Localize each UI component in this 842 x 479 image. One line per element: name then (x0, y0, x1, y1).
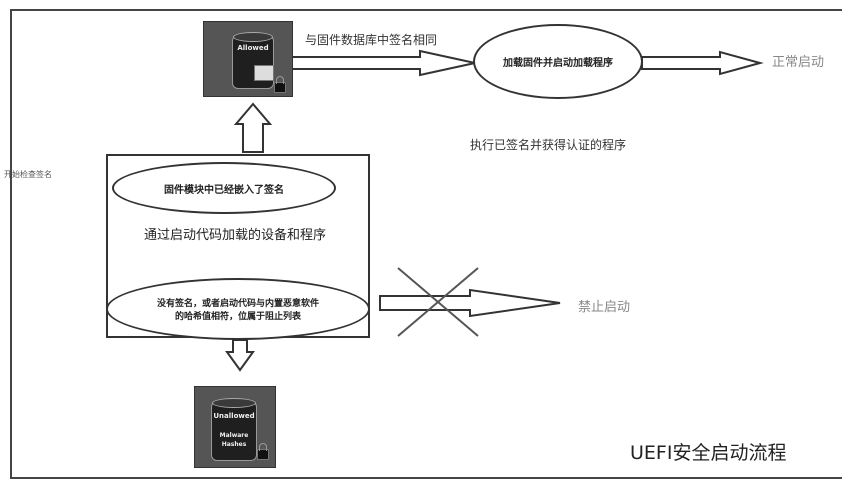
load-firmware-node: 加载固件并启动加载程序 (473, 24, 643, 99)
unallowed-db-image: Unallowed Malware Hashes (194, 386, 276, 468)
boot-code-loaded-label: 通过启动代码加载的设备和程序 (144, 228, 327, 243)
embedded-signature-label: 固件模块中已经嵌入了签名 (164, 184, 284, 196)
no-signature-line-1: 没有签名，或者启动代码与内置恶意软件 (156, 299, 319, 309)
normal-boot-label: 正常启动 (772, 55, 825, 70)
allowed-db-image: Allowed (203, 21, 293, 97)
no-signature-line-2: 的哈希值相符，位属于阻止列表 (174, 312, 301, 322)
firmware-module-box: 固件模块中已经嵌入了签名 通过启动代码加载的设备和程序 没有签名，或者启动代码与… (106, 154, 370, 340)
database-icon: Unallowed Malware Hashes (211, 398, 257, 461)
check-signature-side-label: 开始检查签名 (4, 170, 52, 179)
lock-icon (274, 76, 286, 93)
certificate-icon (254, 65, 274, 81)
embedded-signature-node: 固件模块中已经嵌入了签名 (112, 162, 336, 214)
arrow-to-forbidden-boot (379, 288, 561, 318)
no-signature-node: 没有签名，或者启动代码与内置恶意软件 的哈希值相符，位属于阻止列表 (106, 278, 370, 340)
database-icon: Allowed (232, 32, 274, 89)
arrow-to-normal-boot (641, 50, 764, 76)
match-signature-label: 与固件数据库中签名相同 (305, 33, 438, 47)
diagram-title: UEFI安全启动流程 (630, 442, 787, 464)
exec-signed-note: 执行已签名并获得认证的程序 (470, 138, 627, 152)
lock-icon (257, 443, 269, 460)
cross-stroke-2 (397, 267, 479, 337)
arrow-to-load-node (289, 49, 476, 77)
arrow-up-to-allowed-db (233, 102, 273, 153)
forbidden-boot-label: 禁止启动 (578, 300, 631, 315)
load-firmware-label: 加载固件并启动加载程序 (503, 58, 613, 69)
arrow-down-to-unallowed-db (225, 339, 255, 372)
